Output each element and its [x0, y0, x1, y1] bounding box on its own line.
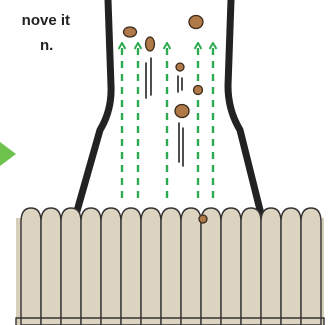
base-plate	[15, 317, 325, 325]
particle	[144, 36, 156, 52]
fiber-strands	[145, 57, 184, 167]
triangle-right-icon	[0, 142, 16, 166]
fiber	[180, 207, 202, 325]
fiber	[20, 207, 42, 325]
fiber	[260, 207, 282, 325]
fiber	[100, 207, 122, 325]
particle	[122, 26, 138, 38]
fiber-bank	[16, 207, 324, 325]
caption-line-2: n.	[40, 37, 54, 54]
particle	[174, 103, 190, 119]
left-wall	[71, 0, 115, 222]
particle	[192, 84, 204, 96]
airflow-arrows	[122, 46, 213, 198]
fiber	[200, 207, 222, 325]
fiber	[40, 207, 62, 325]
particle	[188, 14, 204, 30]
particle	[198, 214, 208, 224]
fiber	[160, 207, 182, 325]
caption-line-1: nove it	[21, 12, 70, 29]
right-wall	[224, 0, 266, 222]
fiber	[140, 207, 162, 325]
fiber	[120, 207, 142, 325]
particle	[175, 62, 185, 72]
caption: nove it n.	[0, 8, 70, 58]
fiber	[300, 207, 322, 325]
fiber	[280, 207, 302, 325]
fiber	[240, 207, 262, 325]
fiber	[60, 207, 82, 325]
particles	[122, 14, 208, 224]
fiber	[80, 207, 102, 325]
fiber	[220, 207, 242, 325]
